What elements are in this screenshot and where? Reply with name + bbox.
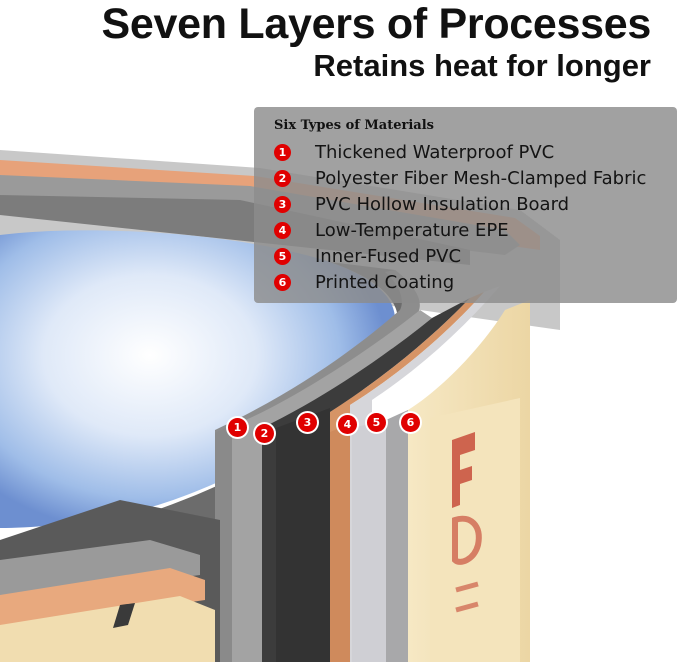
legend-item-6: 6 Printed Coating	[274, 269, 677, 295]
legend-item-label: Polyester Fiber Mesh-Clamped Fabric	[315, 167, 647, 189]
number-badge: 3	[274, 195, 291, 213]
legend-item-3: 3 PVC Hollow Insulation Board	[274, 191, 677, 217]
legend-item-5: 5 Inner-Fused PVC	[274, 243, 677, 269]
legend-item-label: Thickened Waterproof PVC	[315, 141, 555, 163]
layer-callout-5: 5	[367, 413, 386, 432]
legend-item-label: PVC Hollow Insulation Board	[315, 193, 570, 215]
legend-list: 1 Thickened Waterproof PVC 2 Polyester F…	[274, 139, 677, 295]
number-badge: 1	[274, 143, 291, 161]
layer-callout-4: 4	[338, 415, 357, 434]
legend-item-label: Inner-Fused PVC	[315, 245, 462, 267]
layer-callout-3: 3	[298, 413, 317, 432]
number-badge: 2	[274, 169, 291, 187]
legend-item-4: 4 Low-Temperature EPE	[274, 217, 677, 243]
front-floor-slab	[0, 500, 220, 662]
headline: Seven Layers of Processes Retains heat f…	[101, 0, 652, 84]
legend-item-1: 1 Thickened Waterproof PVC	[274, 139, 677, 165]
number-badge: 6	[274, 273, 291, 291]
wall-layers	[215, 286, 530, 662]
headline-title: Seven Layers of Processes	[101, 0, 652, 48]
water-surface	[0, 230, 395, 528]
legend-item-2: 2 Polyester Fiber Mesh-Clamped Fabric	[274, 165, 677, 191]
headline-subtitle: Retains heat for longer	[313, 48, 651, 83]
number-badge: 4	[274, 221, 291, 239]
layer-callout-2: 2	[255, 424, 274, 443]
legend-item-label: Low-Temperature EPE	[315, 219, 509, 241]
legend-item-label: Printed Coating	[315, 271, 455, 293]
layer-callout-1: 1	[228, 418, 247, 437]
materials-legend-panel: Six Types of Materials 1 Thickened Water…	[254, 107, 677, 303]
layer-callout-6: 6	[401, 413, 420, 432]
number-badge: 5	[274, 247, 291, 265]
legend-title: Six Types of Materials	[274, 118, 434, 133]
